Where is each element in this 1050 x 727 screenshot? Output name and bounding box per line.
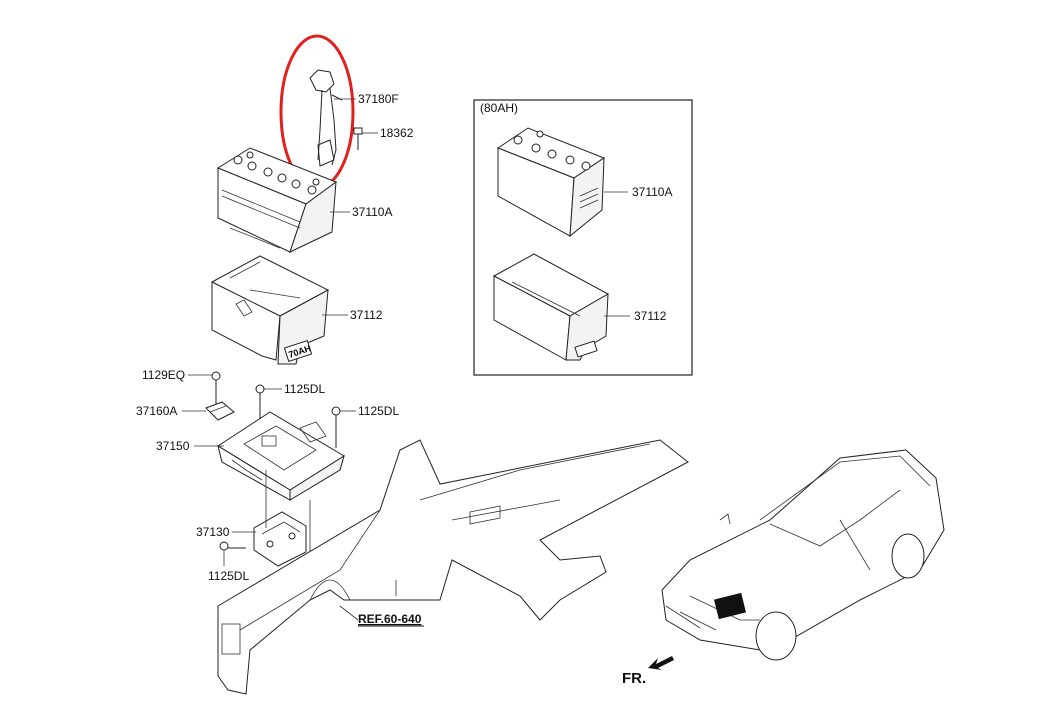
label-37180F: 37180F [358, 92, 399, 106]
inset-title: (80AH) [480, 101, 518, 115]
label-1129EQ: 1129EQ [142, 368, 185, 382]
battery-cable-37180F [309, 69, 343, 167]
label-18362: 18362 [380, 126, 414, 140]
inset-label-37112: 37112 [634, 309, 667, 323]
support-37130 [253, 511, 307, 567]
leader-lines [182, 98, 630, 566]
bracket-37150 [217, 411, 345, 501]
inset-tray-37112 [492, 253, 610, 361]
label-37110A: 37110A [352, 205, 392, 219]
label-37130: 37130 [196, 525, 230, 539]
label-1125DL-right: 1125DL [358, 404, 399, 418]
battery-tray-37112 [210, 255, 330, 365]
label-1125DL-upper: 1125DL [284, 382, 325, 396]
front-arrow-icon [648, 656, 674, 670]
inset-battery-37110A [496, 127, 606, 238]
inset-box-80ah [473, 99, 693, 376]
label-1125DL-lower: 1125DL [208, 569, 249, 583]
car-illustration [661, 449, 945, 661]
label-ref-60-640: REF.60-640 [358, 612, 422, 626]
label-37160A: 37160A [136, 404, 177, 418]
bolt-1125DL-right [331, 406, 341, 448]
bolt-1125DL-lower [219, 541, 246, 551]
label-fr: FR. [622, 670, 646, 687]
inset-label-37110A: 37110A [632, 185, 672, 199]
label-37112: 37112 [350, 308, 383, 322]
body-frame [217, 439, 689, 695]
battery-37110A [216, 147, 338, 253]
bolt-18362 [353, 127, 363, 150]
clamp-37160A [205, 401, 235, 421]
label-37150: 37150 [156, 439, 190, 453]
bolt-1129EQ [211, 371, 221, 404]
